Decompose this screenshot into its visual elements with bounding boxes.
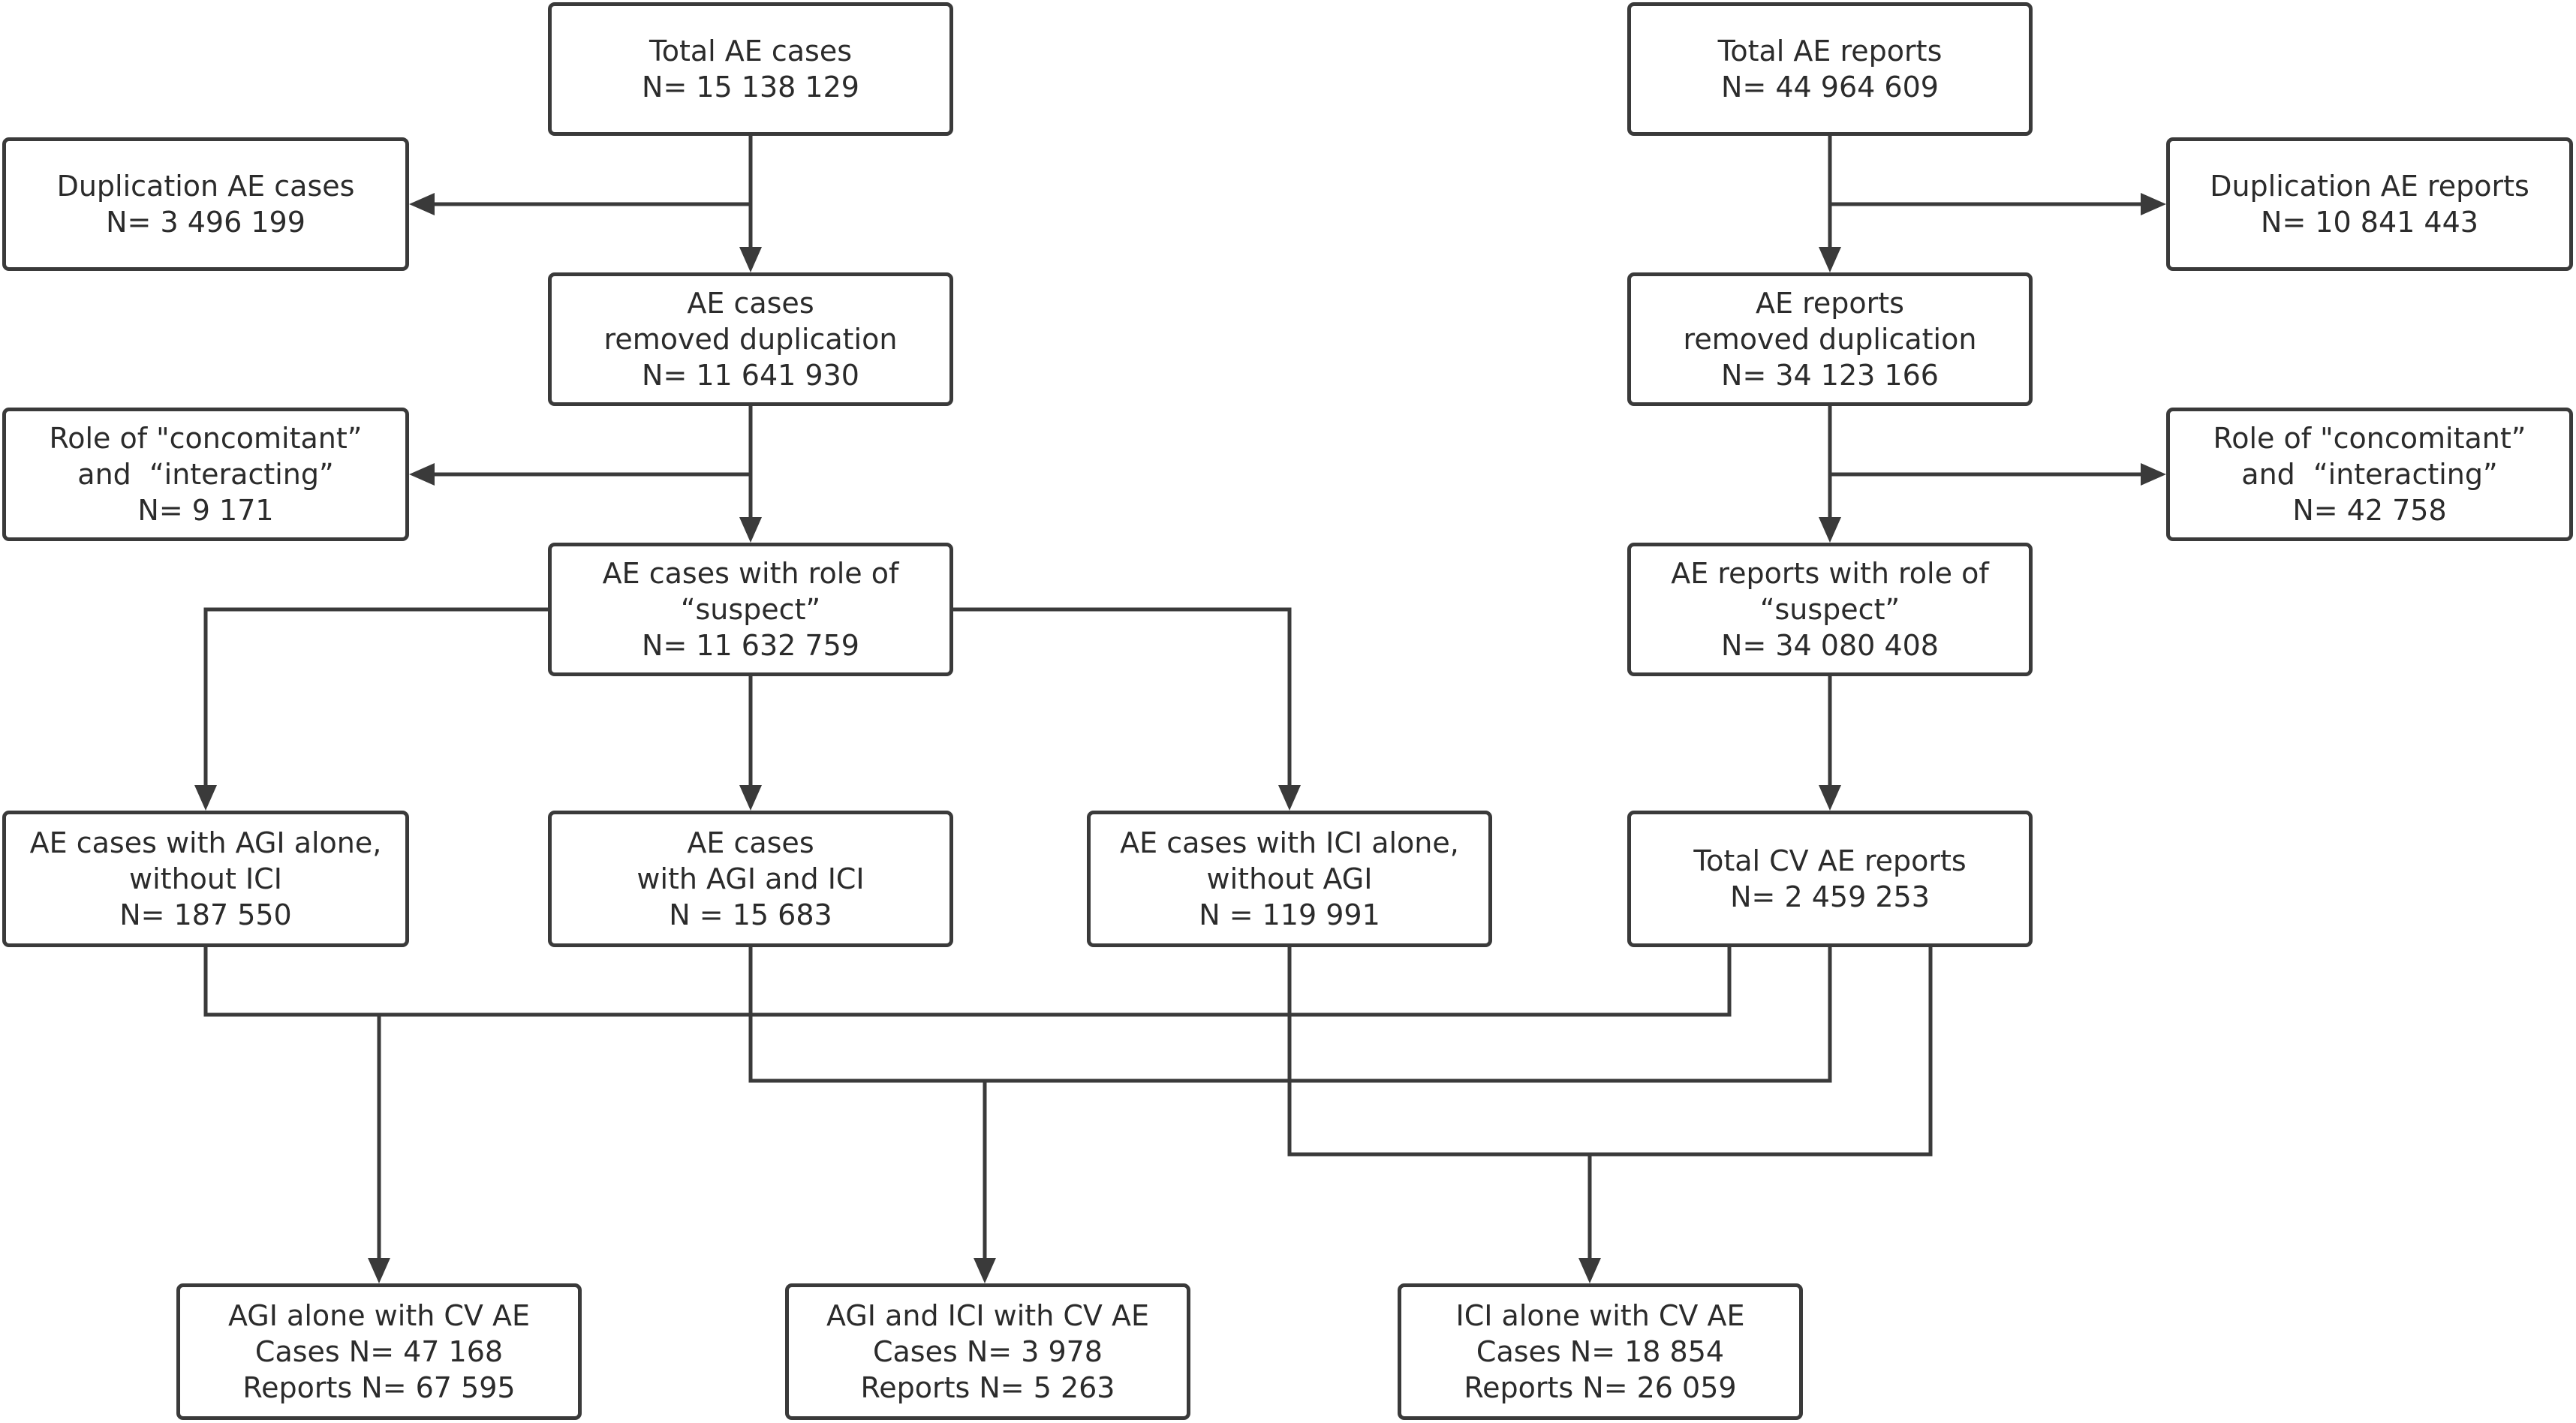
box-line: Role of "concomitant” (2213, 422, 2526, 455)
box-line: ICI alone with CV AE (1455, 1299, 1745, 1332)
arrow-to-agi-ici-cv-arrowhead (974, 1258, 996, 1283)
box-duplication-ae-reports: Duplication AE reports N= 10 841 443 (2166, 137, 2573, 271)
box-line: removed duplication (603, 323, 898, 356)
arrow-removed-reports-to-suspect-arrowhead (1819, 517, 1841, 543)
box-line: without AGI (1206, 862, 1373, 895)
box-ae-cases-suspect: AE cases with role of “suspect” N= 11 63… (548, 543, 953, 676)
box-line: removed duplication (1683, 323, 1977, 356)
box-line: Duplication AE cases (56, 170, 355, 203)
box-line: AE cases with ICI alone, (1120, 826, 1459, 859)
box-ae-cases-agi-alone: AE cases with AGI alone, without ICI N= … (2, 811, 409, 947)
box-line: with AGI and ICI (636, 862, 865, 895)
arrow-suspect-to-agi-and-ici-arrowhead (739, 785, 762, 811)
arrow-reports-to-role-arrowhead (2141, 463, 2166, 486)
box-line: N = 119 991 (1199, 898, 1380, 931)
box-line: AGI and ICI with CV AE (826, 1299, 1149, 1332)
box-line: N= 42 758 (2292, 494, 2447, 527)
box-total-ae-cases: Total AE cases N= 15 138 129 (548, 2, 953, 136)
box-ae-reports-removed-duplication: AE reports removed duplication N= 34 123… (1627, 272, 2033, 406)
arrow-cases-to-role-arrowhead (409, 463, 435, 486)
box-ae-reports-suspect: AE reports with role of “suspect” N= 34 … (1627, 543, 2033, 676)
box-line: AGI alone with CV AE (227, 1299, 530, 1332)
box-line: Duplication AE reports (2210, 170, 2529, 203)
arrow-suspect-to-agi-alone (203, 607, 548, 787)
box-line: Total CV AE reports (1693, 844, 1967, 877)
box-line: N= 10 841 443 (2261, 206, 2478, 239)
arrow-to-ici-alone-cv-arrowhead (1578, 1258, 1601, 1283)
arrow-total-reports-to-removed-arrowhead (1819, 247, 1841, 272)
box-line: AE cases (687, 287, 814, 320)
box-line: AE cases with AGI alone, (29, 826, 382, 859)
box-line: N = 15 683 (669, 898, 832, 931)
box-line: and “interacting” (2241, 458, 2498, 491)
box-ae-cases-removed-duplication: AE cases removed duplication N= 11 641 9… (548, 272, 953, 406)
box-line: N= 9 171 (137, 494, 274, 527)
box-line: N= 187 550 (119, 898, 292, 931)
box-role-concomitant-reports: Role of "concomitant” and “interacting” … (2166, 408, 2573, 541)
arrow-cases-to-duplication-arrowhead (409, 193, 435, 215)
box-agi-alone-cv: AGI alone with CV AE Cases N= 47 168 Rep… (176, 1283, 582, 1420)
merge-line-ici-alone (1287, 947, 1933, 1157)
arrow-suspect-to-agi-alone-arrowhead (194, 785, 217, 811)
box-line: N= 15 138 129 (642, 71, 859, 104)
box-line: Reports N= 5 263 (860, 1371, 1115, 1404)
box-line: AE reports with role of (1671, 557, 1989, 590)
box-line: N= 3 496 199 (106, 206, 305, 239)
arrow-suspect-to-ici-alone-arrowhead (1278, 785, 1301, 811)
box-line: Total AE cases (649, 35, 853, 68)
arrow-suspect-reports-to-total-cv-arrowhead (1819, 785, 1841, 811)
box-line: “suspect” (1759, 593, 1900, 626)
box-line: AE reports (1756, 287, 1904, 320)
arrow-reports-to-duplication-arrowhead (2141, 193, 2166, 215)
box-line: Total AE reports (1717, 35, 1943, 68)
box-ae-cases-agi-and-ici: AE cases with AGI and ICI N = 15 683 (548, 811, 953, 947)
box-line: “suspect” (680, 593, 821, 626)
box-line: without ICI (129, 862, 282, 895)
box-total-ae-reports: Total AE reports N= 44 964 609 (1627, 2, 2033, 136)
box-line: N= 44 964 609 (1721, 71, 1939, 104)
box-line: N= 34 123 166 (1721, 359, 1939, 392)
box-role-concomitant-cases: Role of "concomitant” and “interacting” … (2, 408, 409, 541)
box-line: Reports N= 26 059 (1464, 1371, 1737, 1404)
box-duplication-ae-cases: Duplication AE cases N= 3 496 199 (2, 137, 409, 271)
box-line: Cases N= 47 168 (254, 1335, 504, 1368)
box-line: N= 11 632 759 (642, 629, 859, 662)
arrow-removed-cases-to-suspect-arrowhead (739, 517, 762, 543)
box-line: AE cases with role of (602, 557, 899, 590)
box-line: Role of "concomitant” (49, 422, 363, 455)
box-line: N= 11 641 930 (642, 359, 859, 392)
box-line: AE cases (687, 826, 814, 859)
box-ici-alone-cv: ICI alone with CV AE Cases N= 18 854 Rep… (1398, 1283, 1803, 1420)
box-agi-ici-cv: AGI and ICI with CV AE Cases N= 3 978 Re… (785, 1283, 1190, 1420)
box-line: and “interacting” (77, 458, 334, 491)
box-total-cv-ae-reports: Total CV AE reports N= 2 459 253 (1627, 811, 2033, 947)
merge-line-agi-alone (203, 947, 1732, 1017)
box-ae-cases-ici-alone: AE cases with ICI alone, without AGI N =… (1087, 811, 1492, 947)
box-line: N= 34 080 408 (1721, 629, 1939, 662)
box-line: Cases N= 3 978 (872, 1335, 1103, 1368)
arrow-suspect-to-ici-alone (953, 607, 1292, 787)
box-line: Reports N= 67 595 (242, 1371, 516, 1404)
arrow-total-cases-to-removed-arrowhead (739, 247, 762, 272)
box-line: N= 2 459 253 (1730, 880, 1930, 913)
arrow-to-agi-alone-cv-arrowhead (368, 1258, 390, 1283)
box-line: Cases N= 18 854 (1476, 1335, 1725, 1368)
